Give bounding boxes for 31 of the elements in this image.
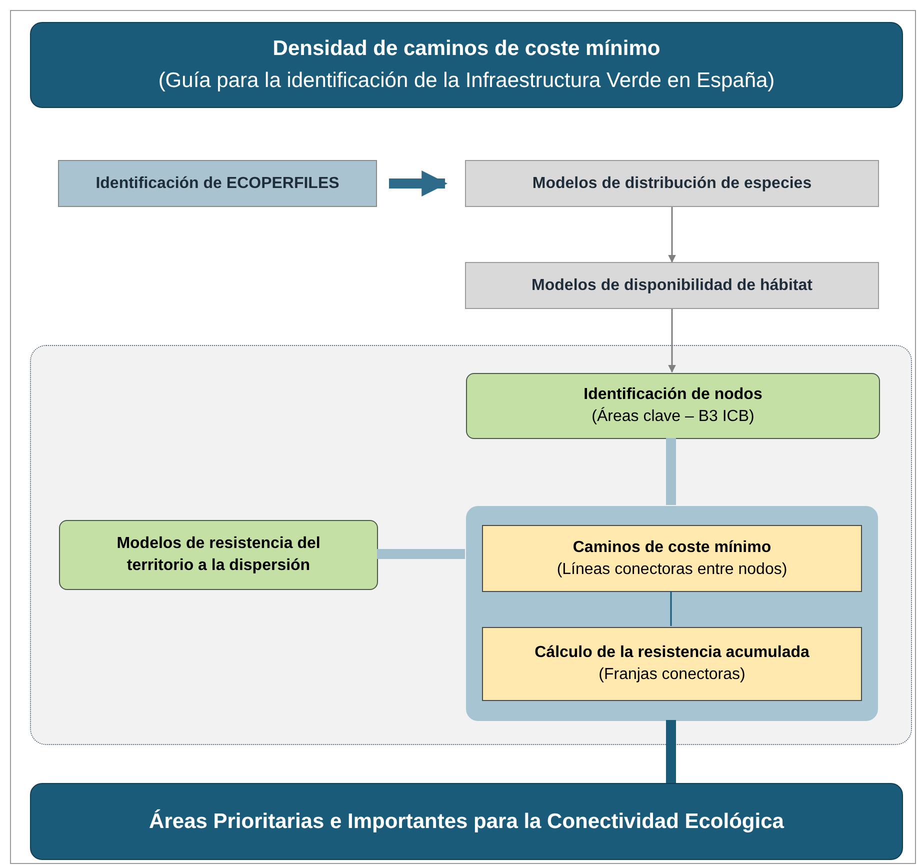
node-subtitle: (Franjas conectoras)	[598, 665, 746, 685]
node-title: Modelos de distribución de especies	[532, 174, 812, 194]
node-subtitle: (Líneas conectoras entre nodos)	[556, 560, 788, 580]
connector-line	[670, 591, 672, 626]
process-box	[465, 262, 879, 309]
arrow	[668, 309, 676, 373]
node-title: Identificación de nodos	[584, 385, 762, 405]
node-title: Identificación de ECOPERFILES	[96, 174, 340, 194]
process-box	[482, 525, 862, 592]
process-box	[58, 160, 377, 207]
process-box	[466, 373, 880, 439]
connector-line	[666, 438, 676, 505]
group-panel	[466, 506, 878, 721]
header-banner	[30, 783, 903, 860]
connector-line	[377, 549, 465, 559]
arrow	[389, 170, 448, 196]
node-title: Modelos de disponibilidad de hábitat	[532, 276, 812, 296]
dotted-region	[30, 345, 912, 745]
node-title: Modelos de resistencia del territorio a la dispersión	[116, 534, 322, 576]
process-box	[59, 520, 378, 590]
process-box	[482, 627, 862, 701]
node-title: Cálculo de la resistencia acumulada	[534, 643, 810, 663]
header-banner	[30, 22, 903, 108]
node-title: Caminos de coste mínimo	[572, 538, 772, 558]
connector-line	[666, 720, 676, 783]
node-subtitle: (Áreas clave – B3 ICB)	[592, 406, 754, 427]
node-title: Áreas Prioritarias e Importantes para la Conectividad Ecológica	[149, 808, 784, 834]
process-box	[465, 160, 879, 207]
arrow	[668, 207, 676, 263]
node-subtitle: (Guía para la identificación de la Infraestructura Verde en España)	[158, 68, 775, 94]
node-title: Densidad de caminos de coste mínimo	[272, 36, 660, 62]
